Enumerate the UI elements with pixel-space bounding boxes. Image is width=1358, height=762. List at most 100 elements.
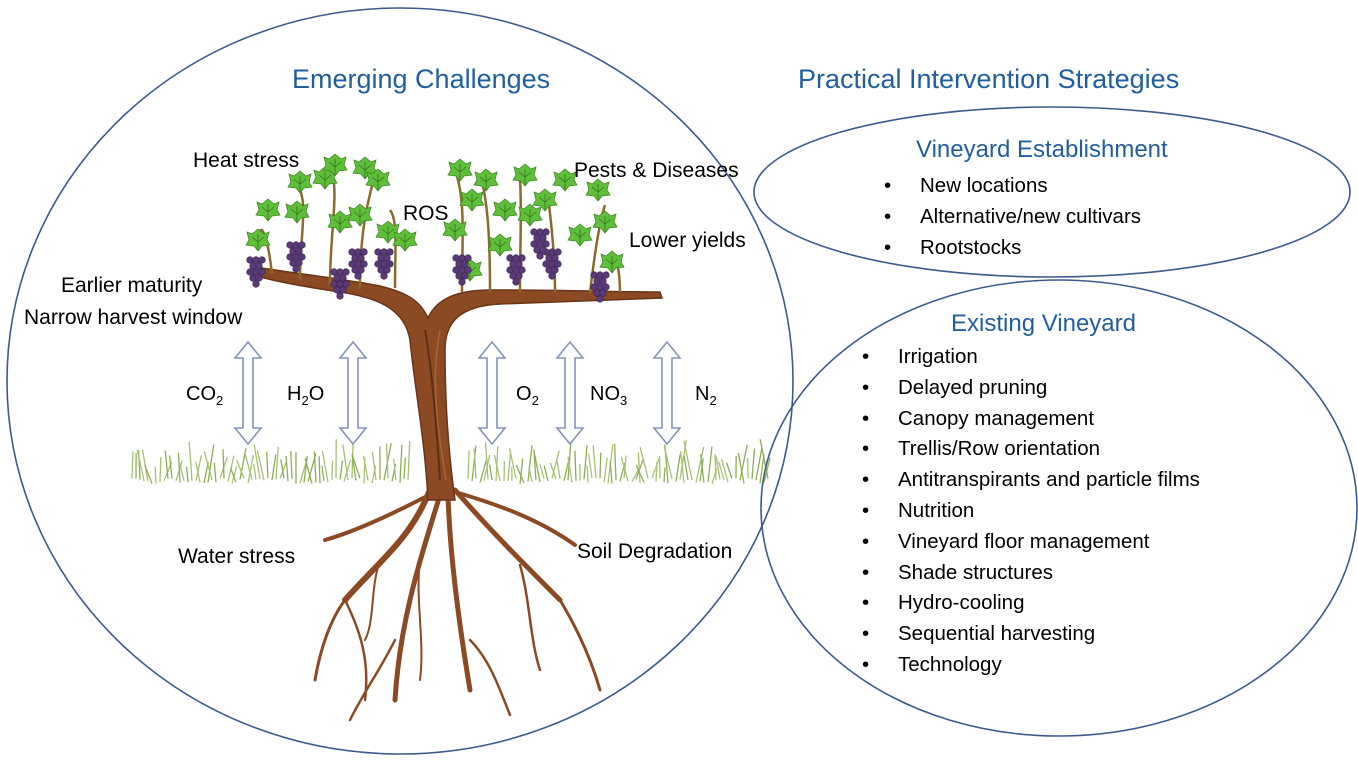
- double-arrow-icon: [555, 340, 585, 446]
- grass-blade: [362, 455, 369, 481]
- grass-blade: [342, 444, 349, 481]
- grass-blade: [185, 466, 189, 483]
- grass-blade: [675, 454, 681, 482]
- grape-cluster-icon: [246, 256, 266, 288]
- grass-blade: [290, 450, 293, 479]
- grass-blade: [203, 451, 213, 481]
- heat-stress-label: Heat stress: [193, 149, 300, 172]
- grass-blade: [321, 465, 325, 481]
- grass-blade: [623, 455, 627, 479]
- leaf-icon: [532, 188, 558, 212]
- leaf-icon: [567, 223, 593, 247]
- existing-list: Irrigation Delayed pruning Canopy manage…: [862, 342, 1200, 681]
- challenges-ellipse: [6, 7, 794, 755]
- grass-blade: [609, 461, 613, 484]
- grass-blade: [136, 449, 145, 482]
- grass-blade: [178, 463, 185, 481]
- leaf-icon: [312, 166, 338, 190]
- grass-blade: [527, 445, 533, 482]
- grass-blade: [471, 445, 477, 482]
- grass-blade: [131, 451, 134, 479]
- leaf-icon: [492, 198, 518, 222]
- leaf-icon: [592, 210, 618, 234]
- leaf-icon: [347, 203, 373, 227]
- grass-blade: [695, 446, 705, 483]
- grass-blade: [391, 463, 397, 482]
- grass-blade: [385, 443, 389, 479]
- grass-blade: [253, 444, 261, 480]
- grass-blade: [508, 448, 517, 479]
- grass-blade: [177, 452, 181, 483]
- challenges-title: Emerging Challenges: [292, 64, 551, 94]
- grass-blade: [683, 455, 689, 480]
- grass-blade: [256, 450, 265, 481]
- grass-blade: [549, 462, 557, 480]
- grass-blade: [539, 464, 545, 479]
- establishment-title: Vineyard Establishment: [916, 136, 1168, 163]
- grass-blade: [714, 454, 717, 481]
- list-item: Alternative/new cultivars: [884, 201, 1141, 232]
- grass-blade: [144, 464, 153, 484]
- grass-blade: [533, 452, 541, 483]
- leaf-icon: [322, 153, 348, 177]
- grass-blade: [663, 467, 666, 483]
- grape-clusters: [246, 228, 610, 303]
- vine-roots: [313, 487, 602, 722]
- grass-blade: [484, 442, 489, 480]
- double-arrow-icon: [477, 340, 507, 446]
- leaf-icon: [287, 170, 313, 194]
- grape-cluster-icon: [590, 271, 610, 303]
- leaf-icon: [552, 168, 578, 192]
- list-item: Irrigation: [862, 342, 1200, 373]
- grass-blade: [551, 450, 560, 479]
- grass-blade: [253, 463, 257, 480]
- exchange-arrows: [233, 340, 682, 446]
- leaf-icon: [392, 228, 418, 252]
- grass-blade: [137, 450, 141, 480]
- grass-blade: [313, 451, 317, 483]
- grape-cluster-icon: [542, 248, 562, 280]
- grass-blade: [613, 443, 617, 481]
- grape-cluster-icon: [330, 268, 350, 300]
- grass-blade: [603, 457, 608, 483]
- grass-blade: [592, 445, 597, 479]
- grass-blade: [407, 440, 411, 481]
- leaf-icon: [245, 228, 271, 252]
- grass-blade: [718, 461, 725, 480]
- grass-blade: [715, 455, 721, 480]
- earlier-maturity-label: Earlier maturity: [61, 274, 203, 297]
- grass-blade: [707, 446, 713, 483]
- grass-band: [131, 438, 771, 485]
- list-item: Rootstocks: [884, 232, 1141, 263]
- grass-blade: [239, 448, 247, 480]
- grass-blade: [528, 467, 533, 482]
- grass-blade: [721, 459, 729, 483]
- soil-degradation-label: Soil Degradation: [577, 540, 733, 563]
- grass-blade: [507, 451, 512, 482]
- grass-blade: [635, 464, 645, 483]
- grass-blade: [556, 461, 561, 479]
- grass-blade: [229, 467, 237, 483]
- grass-blade: [751, 448, 756, 480]
- grass-blade: [244, 452, 253, 480]
- list-item: Nutrition: [862, 496, 1200, 527]
- list-item: Sequential harvesting: [862, 619, 1200, 650]
- co2-label: CO2: [186, 383, 224, 408]
- list-item: Antitranspirants and particle films: [862, 465, 1200, 496]
- no3-label: NO3: [590, 383, 628, 408]
- grass-blade: [188, 441, 193, 481]
- double-arrow-icon: [338, 340, 368, 446]
- leaf-icon: [375, 220, 401, 244]
- grass-blade: [493, 454, 501, 482]
- grass-blade: [599, 452, 602, 479]
- grass-blade: [207, 444, 215, 483]
- list-item: Shade structures: [862, 558, 1200, 589]
- grass-blade: [620, 457, 629, 482]
- establishment-ellipse: [753, 106, 1351, 278]
- grass-blade: [533, 449, 537, 480]
- grass-blade: [725, 462, 733, 479]
- leaf-icon: [284, 200, 310, 224]
- grass-blade: [515, 464, 525, 484]
